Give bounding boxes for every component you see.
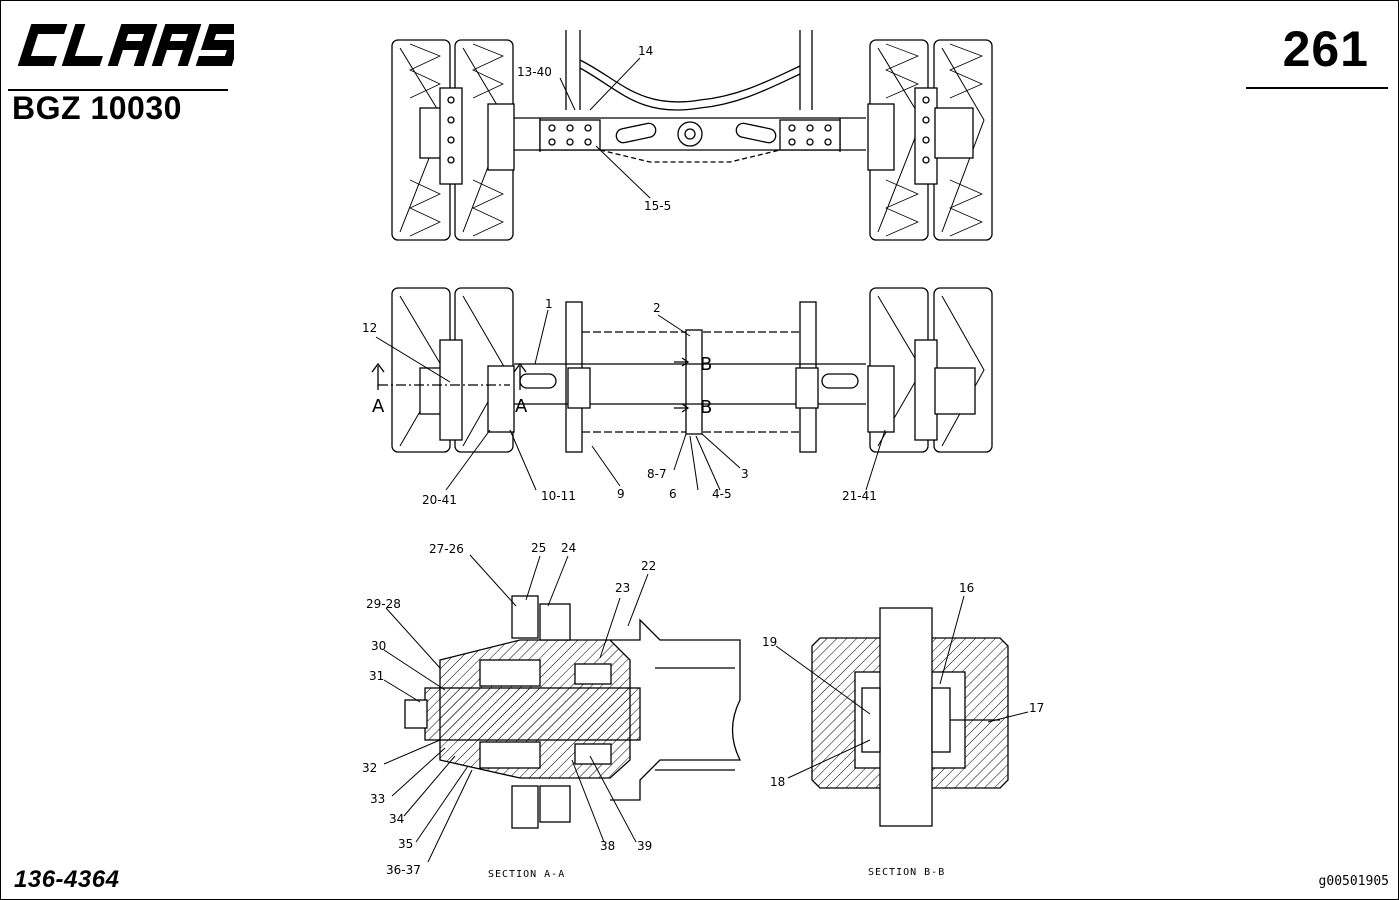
callout-24: 24 <box>561 541 576 555</box>
callout-23: 23 <box>615 581 630 595</box>
header-rule <box>8 89 228 91</box>
top-view <box>391 30 993 241</box>
callout-19: 19 <box>762 635 777 649</box>
callout-34: 34 <box>389 812 404 826</box>
marker-a-left: A <box>372 396 385 417</box>
callout-6: 6 <box>669 487 677 501</box>
reference-code: g00501905 <box>1318 874 1389 889</box>
page-number-rule <box>1246 87 1388 89</box>
marker-b-bottom: B <box>700 397 712 418</box>
callout-29-28: 29-28 <box>366 597 401 611</box>
callout-16: 16 <box>959 581 974 595</box>
section-b-b <box>811 607 1009 827</box>
callout-10-11: 10-11 <box>541 489 576 503</box>
callout-13-40: 13-40 <box>517 65 552 79</box>
callout-17: 17 <box>1029 701 1044 715</box>
callout-36-37: 36-37 <box>386 863 421 877</box>
callout-2: 2 <box>653 301 661 315</box>
callout-38: 38 <box>600 839 615 853</box>
section-b-b-label: SECTION B-B <box>868 867 945 878</box>
callout-31: 31 <box>369 669 384 683</box>
part-number: 136-4364 <box>14 866 120 893</box>
callout-8-7: 8-7 <box>647 467 667 481</box>
leader-lines <box>375 57 1029 863</box>
section-a-a-label: SECTION A-A <box>488 869 565 880</box>
callout-20-41: 20-41 <box>422 493 457 507</box>
callout-18: 18 <box>770 775 785 789</box>
callout-9: 9 <box>617 487 625 501</box>
section-a-a <box>404 595 742 829</box>
callout-27-26: 27-26 <box>429 542 464 556</box>
doc-code: BGZ 10030 <box>12 90 182 126</box>
callout-3: 3 <box>741 467 749 481</box>
claas-logo <box>17 24 234 66</box>
callout-1: 1 <box>545 297 553 311</box>
marker-b-top: B <box>700 354 712 375</box>
page-number: 261 <box>1282 21 1369 77</box>
callout-33: 33 <box>370 792 385 806</box>
callout-15-5: 15-5 <box>644 199 671 213</box>
callout-39: 39 <box>637 839 652 853</box>
marker-a-right: A <box>515 396 528 417</box>
callout-21-41: 21-41 <box>842 489 877 503</box>
callout-14: 14 <box>638 44 653 58</box>
callout-32: 32 <box>362 761 377 775</box>
callout-4-5: 4-5 <box>712 487 732 501</box>
callout-12: 12 <box>362 321 377 335</box>
callout-30: 30 <box>371 639 386 653</box>
callout-25: 25 <box>531 541 546 555</box>
side-view <box>371 287 993 453</box>
callout-35: 35 <box>398 837 413 851</box>
callout-22: 22 <box>641 559 656 573</box>
